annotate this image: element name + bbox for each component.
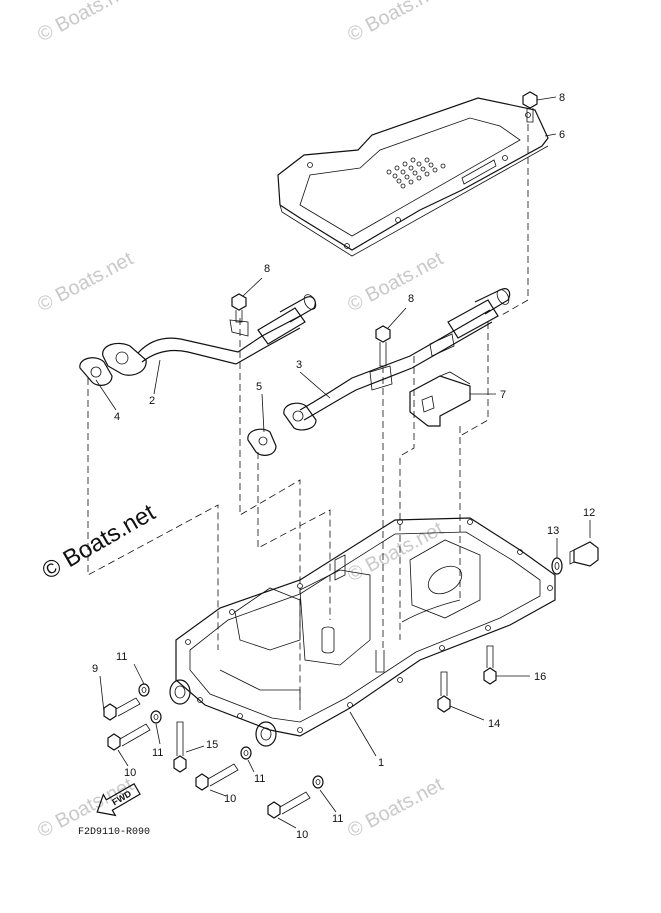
watermark: © Boats.net [34,0,137,46]
part-bolt-10c [267,791,311,819]
callout-8: 8 [264,263,270,275]
watermark: © Boats.net [344,0,447,46]
part-drain-washer [551,557,563,575]
callout-7: 7 [500,389,506,401]
watermark: © Boats.net [344,248,447,317]
leader-lines [95,96,591,829]
part-bolt-16 [483,645,497,685]
part-washer-11b [150,710,162,724]
callout-10: 10 [224,793,236,805]
callout-15: 15 [206,739,218,751]
part-bolt-10b [195,763,239,791]
part-bolt-10a [107,723,151,751]
callout-labels: 8 6 8 8 3 5 7 4 2 12 13 16 14 1 11 9 11 … [92,92,595,841]
part-washer-11c [240,746,252,760]
part-water-pipe-right [283,288,511,431]
callout-8: 8 [408,293,414,305]
callout-6: 6 [559,129,565,141]
part-gasket-left [79,357,113,386]
callout-13: 13 [547,525,559,537]
part-washer-11d [312,775,324,789]
alignment-lines [87,124,529,700]
drawing-code: F2D9110-R090 [78,827,150,838]
callout-11: 11 [152,747,163,759]
part-drain-plug [569,541,599,567]
callout-12: 12 [583,507,595,519]
part-bolt-15 [173,721,187,773]
callout-1: 1 [378,757,384,769]
callout-3: 3 [296,359,302,371]
part-bolt-pipe-left [231,293,247,323]
callout-11: 11 [254,773,265,785]
part-bolt-pipe-right [375,325,391,367]
callout-10: 10 [124,767,136,779]
watermark-main: © Boats.net [38,499,161,585]
callout-10: 10 [296,829,308,841]
callout-16: 16 [534,671,546,683]
part-bolt-top [522,91,538,123]
callout-11: 11 [332,813,343,825]
part-gasket-small [247,428,277,456]
part-bracket [409,371,471,427]
part-oil-pan [169,517,556,747]
cover-vent-holes [386,157,446,189]
part-cover-plate [277,97,549,257]
callout-14: 14 [488,718,500,730]
watermark: © Boats.net [344,774,447,843]
callout-11: 11 [116,651,127,663]
part-washer-11a [138,683,150,697]
callout-9: 9 [92,663,98,675]
callout-8: 8 [559,92,565,104]
callout-2: 2 [149,395,155,407]
callout-5: 5 [256,381,262,393]
watermark-layer: © Boats.net © Boats.net © Boats.net © Bo… [34,0,447,842]
part-bolt-14 [437,671,451,713]
callout-4: 4 [114,411,120,423]
part-water-pipe-left [102,294,317,376]
watermark: © Boats.net [34,248,137,317]
part-bolt-9 [103,697,141,721]
